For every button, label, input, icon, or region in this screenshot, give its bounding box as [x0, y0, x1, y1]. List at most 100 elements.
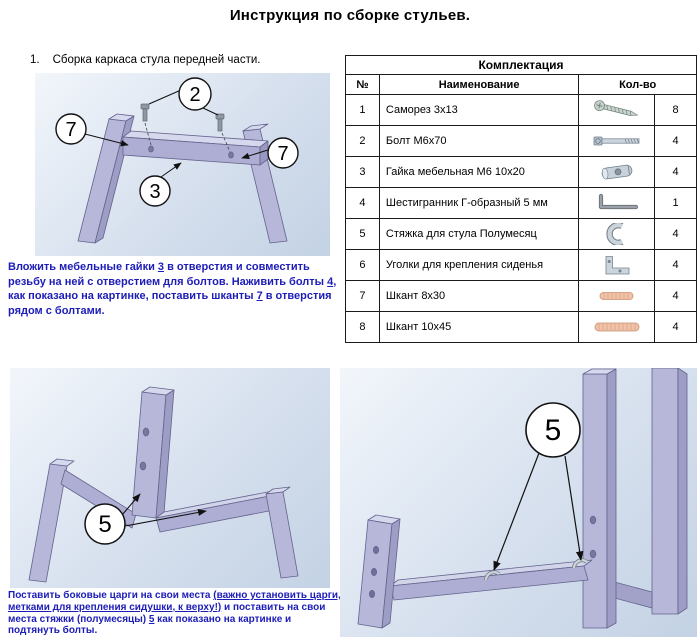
page-title: Инструкция по сборке стульев. [229, 7, 471, 24]
callout-2-label: 2 [189, 84, 200, 106]
leader-lines [84, 89, 269, 178]
part-icon-cell [578, 125, 656, 157]
callout-3-label: 3 [149, 181, 160, 203]
part-number: 7 [345, 280, 380, 312]
instruction-text: Вложить мебельные гайки [8, 261, 158, 273]
bolt-markers [140, 103, 231, 153]
part-qty: 1 [654, 187, 697, 219]
hex-key-icon [598, 193, 638, 210]
important-note: (важно установить царги, метками для кре… [8, 590, 341, 613]
part-qty: 4 [654, 218, 697, 250]
part-icon-cell [578, 280, 656, 312]
part-number: 3 [345, 156, 380, 188]
parts-table: Комплектация № Наименование Кол-во 1 Сам… [345, 55, 697, 343]
instruction-text: и поставить на свои места стяжки (полуме… [8, 601, 326, 625]
part-ref-4: 4 [327, 275, 334, 288]
parts-table-title: Комплектация [345, 55, 697, 75]
part-qty: 4 [654, 280, 697, 312]
step1-heading-row: 1. Сборка каркаса стула передней части. [30, 54, 260, 66]
part-number: 5 [345, 218, 380, 250]
table-row: 1 Саморез 3х13 8 [345, 94, 697, 126]
part-number: 2 [345, 125, 380, 157]
step2-instructions: Поставить боковые царги на свои места (в… [8, 590, 344, 637]
table-row: 6 Уголки для крепления сиденья 4 [345, 249, 697, 281]
side-frame-parts [28, 386, 299, 583]
column-header-num: № [345, 74, 380, 95]
part-ref-5: 5 [148, 613, 155, 625]
column-header-qty: Кол-во [578, 74, 697, 95]
step1-number: 1. [30, 54, 40, 66]
part-qty: 4 [654, 125, 697, 157]
part-name: Шкант 10х45 [378, 311, 580, 343]
half-moon-bracket-icon [606, 223, 624, 245]
part-qty: 4 [654, 311, 697, 343]
half-moon-brackets [484, 558, 589, 581]
table-row: 3 Гайка мебельная М6 10х20 4 [345, 156, 697, 188]
front-frame-drawing: 2 7 3 7 [55, 77, 299, 244]
part-name: Гайка мебельная М6 10х20 [378, 156, 580, 188]
part-name: Шкант 8х30 [378, 280, 580, 312]
callout-5: 5 [84, 503, 126, 545]
leader-lines [121, 493, 207, 527]
callout-5: 5 [525, 402, 581, 458]
part-qty: 4 [654, 249, 697, 281]
step1-heading: Сборка каркаса стула передней части. [52, 54, 261, 66]
part-number: 1 [345, 94, 380, 126]
table-row: 2 Болт М6х70 4 [345, 125, 697, 157]
callouts: 2 7 3 7 [55, 77, 299, 207]
parts-table-title-row: Комплектация [345, 55, 697, 75]
table-row: 7 Шкант 8х30 4 [345, 280, 697, 312]
callout-7-right-label: 7 [277, 143, 288, 165]
table-row: 5 Стяжка для стула Полумесяц 4 [345, 218, 697, 250]
instruction-text: , как показано на картинке, поставить шк… [8, 275, 337, 303]
dowel-icon [599, 292, 634, 300]
part-name: Стяжка для стула Полумесяц [378, 218, 580, 250]
part-icon-cell [578, 311, 656, 343]
part-icon-cell [578, 187, 656, 219]
callout-3: 3 [139, 175, 171, 207]
part-qty: 4 [654, 156, 697, 188]
part-icon-cell [578, 249, 656, 281]
base-assembly-parts [357, 368, 688, 629]
diagram-side-frame: 5 [10, 368, 330, 588]
part-name: Шестигранник Г-образный 5 мм [378, 187, 580, 219]
part-icon-cell [578, 94, 656, 126]
table-row: 8 Шкант 10х45 4 [345, 311, 697, 343]
callout-2: 2 [178, 77, 212, 111]
part-icon-cell [578, 218, 656, 250]
parts-table-header-row: № Наименование Кол-во [345, 74, 697, 95]
instruction-text: в отверстия и совместить резьбу на ней с… [8, 261, 328, 288]
leader-lines [493, 452, 584, 571]
side-frame-drawing: 5 [28, 386, 299, 583]
diagram-base-assembly: 5 [340, 368, 697, 637]
base-assembly-drawing: 5 [357, 368, 688, 629]
front-frame-parts [77, 113, 288, 244]
callout-7-right: 7 [267, 137, 299, 169]
corner-bracket-icon [605, 256, 630, 275]
diagram-front-frame: 2 7 3 7 [35, 73, 330, 256]
part-name: Болт М6х70 [378, 125, 580, 157]
instruction-text: в отверстия рядом с болтами. [8, 290, 332, 317]
part-qty: 8 [654, 94, 697, 126]
callout-5-label: 5 [98, 511, 111, 538]
part-name: Уголки для крепления сиденья [378, 249, 580, 281]
column-header-name: Наименование [378, 74, 580, 95]
part-name: Саморез 3х13 [378, 94, 580, 126]
screw-icon [593, 100, 639, 116]
step1-instructions: Вложить мебельные гайки 3 в отверстия и … [8, 260, 340, 318]
part-number: 4 [345, 187, 380, 219]
part-icon-cell [578, 156, 656, 188]
callout-5-label: 5 [545, 414, 562, 447]
part-number: 6 [345, 249, 380, 281]
table-row: 4 Шестигранник Г-образный 5 мм 1 [345, 187, 697, 219]
part-ref-3: 3 [157, 261, 165, 273]
barrel-nut-icon [601, 164, 633, 180]
instruction-text: Поставить боковые царги на свои места [8, 590, 214, 601]
dowel-icon [594, 322, 640, 332]
instruction-text: как показано на картинке и подтянуть бол… [8, 613, 292, 637]
callout-7-left: 7 [55, 113, 87, 145]
bolt-icon [593, 136, 640, 146]
part-number: 8 [345, 311, 380, 343]
part-ref-7: 7 [256, 290, 263, 303]
